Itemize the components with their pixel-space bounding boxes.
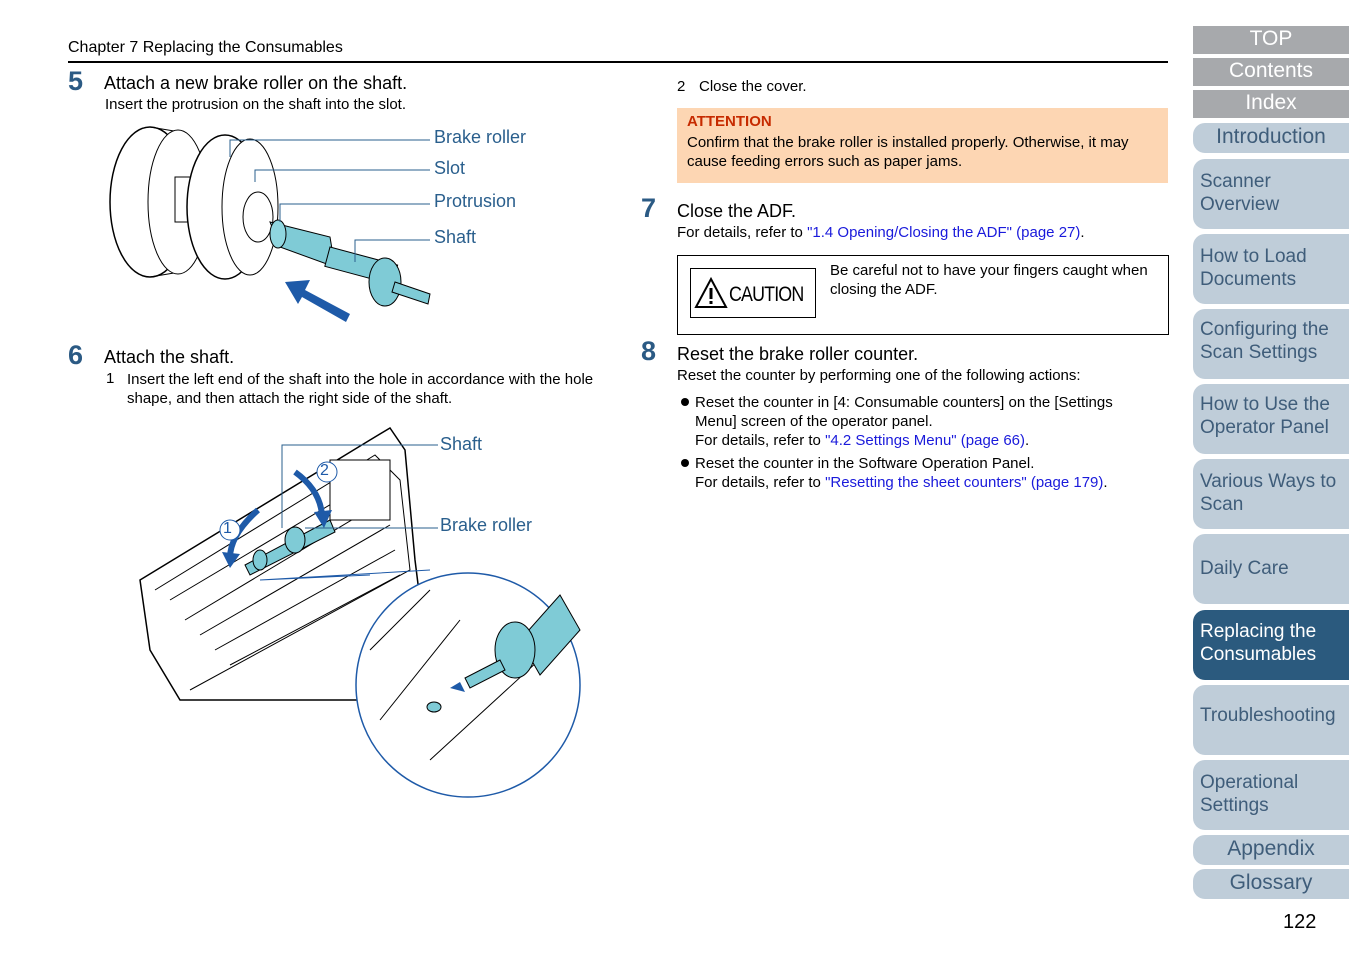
step-8-number: 8 xyxy=(641,336,657,366)
tab-label-line1: Various Ways to xyxy=(1200,471,1337,492)
tab-label-line2: Scan Settings xyxy=(1200,342,1318,363)
tab-label-line2: Operator Panel xyxy=(1200,417,1329,438)
nav-top-button[interactable]: TOP xyxy=(1193,26,1349,54)
bullet-1-text: Reset the counter in [4: Consumable coun… xyxy=(695,394,1113,430)
tab-label-line2: Documents xyxy=(1200,269,1297,290)
tab-configuring-scan-settings[interactable]: Configuring the Scan Settings xyxy=(1193,309,1349,379)
tab-label-line1: Operational xyxy=(1200,772,1299,793)
warning-triangle-icon xyxy=(694,276,728,308)
step-6-number: 6 xyxy=(68,340,84,370)
step-7-number: 7 xyxy=(641,193,657,223)
tab-appendix[interactable]: Appendix xyxy=(1193,835,1349,865)
nav-contents-button[interactable]: Contents xyxy=(1193,58,1349,86)
label-brake-roller: Brake roller xyxy=(434,127,527,147)
tab-scanner-overview[interactable]: Scanner Overview xyxy=(1193,159,1349,229)
tab-label-line1: Scanner xyxy=(1200,171,1271,192)
marker-1: 1 xyxy=(223,520,232,537)
bullet-2-text: Reset the counter in the Software Operat… xyxy=(695,455,1035,472)
scanner-shaft-illustration xyxy=(139,426,581,798)
step-5-desc: Insert the protrusion on the shaft into … xyxy=(105,96,407,113)
bullet-1-ref-prefix: For details, refer to xyxy=(695,432,826,449)
tab-label-line1: Replacing the xyxy=(1200,621,1317,642)
step-8-title: Reset the brake roller counter. xyxy=(677,344,919,364)
bullet-1-dot xyxy=(681,398,689,406)
bullet-2-ref-prefix: For details, refer to xyxy=(695,474,826,491)
caution-symbol: CAUTION xyxy=(690,268,816,318)
tab-label-line2: Overview xyxy=(1200,194,1280,215)
caution-word: CAUTION xyxy=(729,283,804,306)
header-rule xyxy=(68,61,1168,63)
label-protrusion: Protrusion xyxy=(434,191,517,211)
step-7-desc-prefix: For details, refer to xyxy=(677,224,808,241)
bullet-2-ref-suffix: . xyxy=(1103,474,1108,491)
tab-troubleshooting[interactable]: Troubleshooting xyxy=(1193,685,1349,755)
sub-step-2-text: Close the cover. xyxy=(699,78,807,95)
tab-how-to-load-documents[interactable]: How to Load Documents xyxy=(1193,234,1349,304)
step-5-number: 5 xyxy=(68,66,84,96)
step-7-title: Close the ADF. xyxy=(677,201,797,221)
step-5-title: Attach a new brake roller on the shaft. xyxy=(104,73,408,93)
step-6-sub-text: Insert the left end of the shaft into th… xyxy=(127,371,594,407)
tab-label-line1: Configuring the xyxy=(1200,319,1329,340)
tab-how-to-use-operator-panel[interactable]: How to Use the Operator Panel xyxy=(1193,384,1349,454)
tab-label-line1: How to Load xyxy=(1200,246,1307,267)
tab-various-ways-to-scan[interactable]: Various Ways to Scan xyxy=(1193,459,1349,529)
label-brake-roller-2: Brake roller xyxy=(440,515,533,535)
caution-box: CAUTION Be careful not to have your fing… xyxy=(677,255,1169,335)
attention-box: ATTENTION Confirm that the brake roller … xyxy=(677,108,1168,183)
bullet-2: Reset the counter in the Software Operat… xyxy=(695,454,1155,492)
tab-replacing-consumables[interactable]: Replacing the Consumables xyxy=(1193,610,1349,680)
tab-label-line2: Settings xyxy=(1200,795,1269,816)
tab-label-line1: How to Use the xyxy=(1200,394,1330,415)
step-6-title: Attach the shaft. xyxy=(104,347,235,367)
step-6-sub-number: 1 xyxy=(106,370,115,387)
step-7-desc-suffix: . xyxy=(1080,224,1085,241)
bullet-1: Reset the counter in [4: Consumable coun… xyxy=(695,393,1155,450)
link-resetting-sheet-counters[interactable]: "Resetting the sheet counters" (page 179… xyxy=(825,474,1104,491)
label-shaft-2: Shaft xyxy=(440,434,483,454)
step-8-desc: Reset the counter by performing one of t… xyxy=(677,367,1081,384)
sub-step-2-number: 2 xyxy=(677,78,686,95)
tab-introduction[interactable]: Introduction xyxy=(1193,123,1349,153)
marker-2: 2 xyxy=(320,462,329,479)
tab-daily-care[interactable]: Daily Care xyxy=(1193,534,1349,604)
bullet-2-dot xyxy=(681,459,689,467)
link-settings-menu[interactable]: "4.2 Settings Menu" (page 66) xyxy=(825,432,1025,449)
tab-label-line1: Troubleshooting xyxy=(1200,705,1336,726)
nav-index-button[interactable]: Index xyxy=(1193,90,1349,118)
link-opening-closing-adf[interactable]: "1.4 Opening/Closing the ADF" (page 27) xyxy=(807,224,1081,241)
tab-label-line2: Scan xyxy=(1200,494,1244,515)
chapter-header: Chapter 7 Replacing the Consumables xyxy=(68,39,343,56)
attention-text: Confirm that the brake roller is install… xyxy=(687,134,1129,170)
bullet-1-ref-suffix: . xyxy=(1025,432,1030,449)
tab-label-line2: Consumables xyxy=(1200,644,1317,665)
attention-title: ATTENTION xyxy=(687,113,772,130)
caution-text: Be careful not to have your fingers caug… xyxy=(830,262,1148,298)
brake-roller-illustration xyxy=(109,126,431,322)
tab-label-line1: Daily Care xyxy=(1200,558,1289,579)
label-slot: Slot xyxy=(434,158,466,178)
tab-operational-settings[interactable]: Operational Settings xyxy=(1193,760,1349,830)
page-number: 122 xyxy=(1283,911,1317,933)
bullet-2-ref: For details, refer to "Resetting the she… xyxy=(695,473,1155,492)
label-shaft: Shaft xyxy=(434,227,477,247)
bullet-1-ref: For details, refer to "4.2 Settings Menu… xyxy=(695,431,1155,450)
step-7-desc: For details, refer to "1.4 Opening/Closi… xyxy=(677,224,1085,241)
tab-glossary[interactable]: Glossary xyxy=(1193,869,1349,899)
